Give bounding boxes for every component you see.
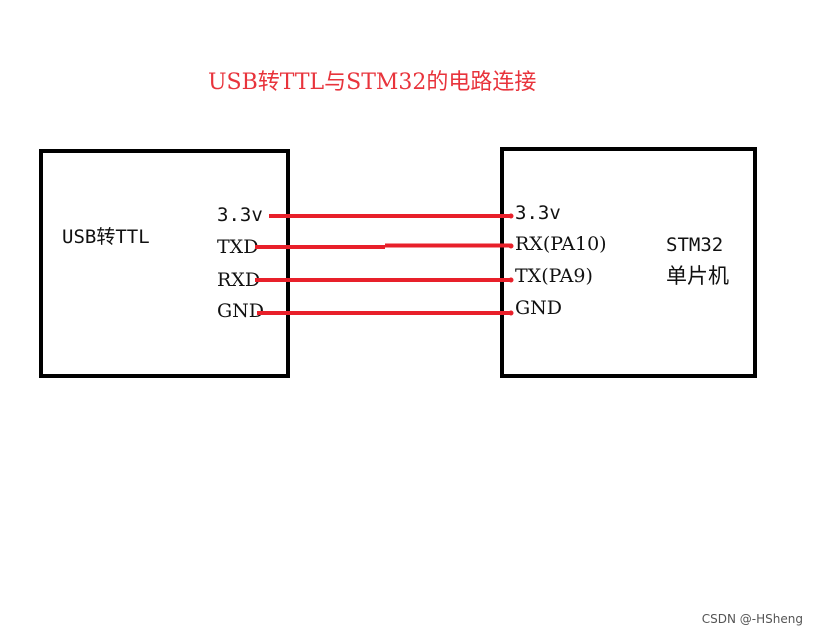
left-pin-txd: TXD xyxy=(217,236,259,258)
watermark: CSDN @-HSheng xyxy=(701,612,803,626)
left-pin-gnd: GND xyxy=(217,300,265,322)
stm32-module-sublabel: 单片机 xyxy=(666,264,729,288)
stm32-module-box xyxy=(500,147,757,378)
right-pin-rx-pa10: RX(PA10) xyxy=(515,233,607,255)
right-pin-gnd: GND xyxy=(515,297,563,319)
left-pin-3v3: 3.3v xyxy=(217,204,263,226)
right-pin-tx-pa9: TX(PA9) xyxy=(515,265,593,287)
usb-ttl-module-box xyxy=(39,149,290,378)
right-pin-3v3: 3.3v xyxy=(515,202,561,224)
usb-ttl-module-label: USB转TTL xyxy=(62,226,150,248)
diagram-title: USB转TTL与STM32的电路连接 xyxy=(208,70,537,95)
stm32-module-label: STM32 xyxy=(666,234,724,256)
left-pin-rxd: RXD xyxy=(217,269,261,291)
